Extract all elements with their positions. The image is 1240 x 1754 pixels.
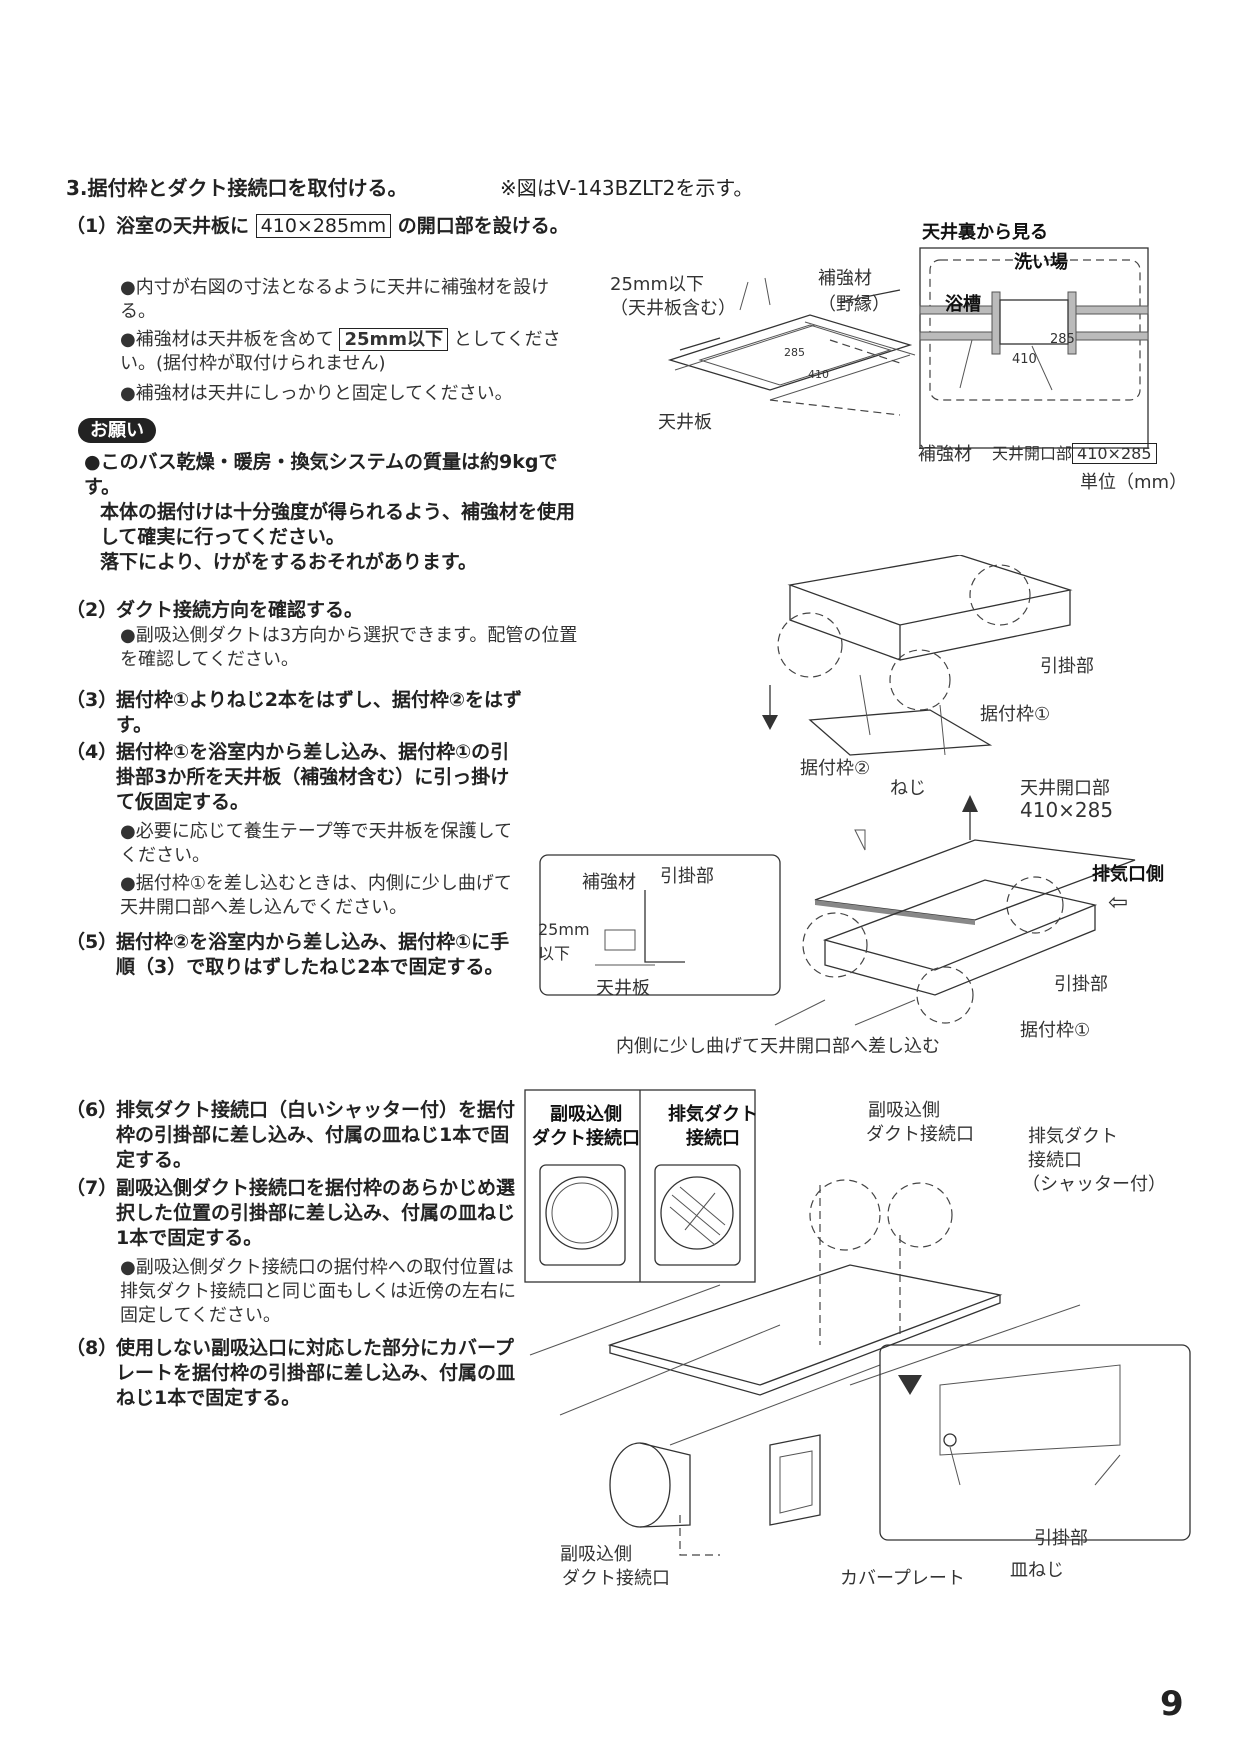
fig1-yokuso: 浴槽: [945, 294, 981, 315]
fig1-left-hokyo: 補強材: [818, 268, 872, 289]
fig4-bottom-fuku-a: 副吸込側: [560, 1544, 632, 1565]
fig3-inset-ika: 以下: [538, 944, 571, 963]
warning-1: ●このバス乾燥・暖房・換気システムの質量は約9kgです。: [84, 451, 558, 498]
step-7-bullet-1: ●副吸込側ダクト接続口の据付枠への取付位置は排気ダクト接続口と同じ面もしくは近傍…: [120, 1257, 516, 1326]
fig1-left-25: 25mm以下: [610, 274, 704, 295]
fig2-neji: ねじ: [890, 778, 926, 799]
fig3-hikake: 引掛部: [1054, 974, 1108, 995]
fig2-hikake: 引掛部: [1040, 656, 1094, 677]
thickness-box: 25mm以下: [339, 328, 449, 351]
fig1-left-410: 410: [808, 368, 829, 381]
fig4-haiki-b: 接続口: [1028, 1150, 1082, 1171]
step-2: （2）ダクト接続方向を確認する。: [66, 599, 364, 621]
fig4-fuku-a: 副吸込側: [868, 1100, 940, 1121]
step-6: （6）排気ダクト接続口（白いシャッター付）を据付枠の引掛部に差し込み、付属の皿ね…: [66, 1099, 516, 1171]
page-number: 9: [1160, 1684, 1184, 1724]
step-1-num: （1）: [66, 215, 118, 237]
fig1-left-25b: （天井板含む）: [610, 298, 736, 319]
step-4-bullet-1: ●必要に応じて養生テープ等で天井板を保護してください。: [120, 821, 513, 866]
onegai-badge: お願い: [78, 416, 156, 443]
fig4-haiki-a: 排気ダクト: [1028, 1126, 1118, 1147]
step-2-bullet-1: ●副吸込側ダクトは3方向から選択できます。配管の位置を確認してください。: [120, 625, 578, 670]
fig1-hokyo: 補強材: [918, 444, 972, 465]
opening-size-box: 410×285mm: [255, 214, 392, 238]
fig1-right-top-view: [919, 247, 1149, 449]
fig4-panel1a: 副吸込側: [550, 1104, 622, 1125]
fig3-waku1: 据付枠①: [1020, 1020, 1091, 1041]
fig1-title: 天井裏から見る: [922, 222, 1048, 243]
step-4: （4）据付枠①を浴室内から差し込み、据付枠①の引掛部3か所を天井板（補強材含む）…: [66, 741, 510, 813]
fig4-cover: カバープレート: [840, 1568, 965, 1589]
fig4-bottom-fuku-b: ダクト接続口: [562, 1568, 670, 1589]
fig3-inset-hikake: 引掛部: [660, 866, 714, 887]
fig1-unit: 単位（mm）: [1080, 472, 1188, 493]
step-1-bullet-1: ●内寸が右図の寸法となるように天井に補強材を設ける。: [120, 277, 550, 322]
step-1: （1） 浴室の天井板に 410×285mm の開口部を設ける。: [66, 214, 586, 239]
fig3-opening-dim: 410×285: [1020, 798, 1114, 822]
fig3-inset-25: 25mm: [538, 920, 590, 939]
fig3-haiki: 排気口側: [1092, 864, 1164, 885]
section-title: 3.据付枠とダクト接続口を取付ける。: [66, 176, 408, 200]
fig1-araiba: 洗い場: [1014, 252, 1068, 273]
step-7: （7）副吸込側ダクト接続口を据付枠のあらかじめ選択した位置の引掛部に差し込み、付…: [66, 1177, 516, 1249]
fig1-left-285: 285: [784, 346, 805, 359]
fig3-diagram: [539, 795, 1136, 1026]
fig1-dim-410: 410: [1012, 352, 1037, 367]
fig1-left-tenjo: 天井板: [658, 412, 712, 433]
fig1-diagram: [667, 247, 1149, 449]
fig4-panel2a: 排気ダクト: [668, 1104, 758, 1125]
step-1-bullet-3: ●補強材は天井にしっかりと固定してください。: [120, 383, 513, 404]
fig4-panel2b: 接続口: [686, 1128, 740, 1149]
step-4-bullet-2: ●据付枠①を差し込むときは、内側に少し曲げて天井開口部へ差し込んでください。: [120, 873, 512, 918]
warning-2: 本体の据付けは十分強度が得られるよう、補強材を使用して確実に行ってください。: [100, 501, 576, 548]
fig4-haiki-c: （シャッター付）: [1022, 1174, 1166, 1195]
figure-note: ※図はV-143BZLT2を示す。: [500, 176, 754, 200]
step-8: （8）使用しない副吸込口に対応した部分にカバープレートを据付枠の引掛部に差し込み…: [66, 1337, 516, 1409]
fig2-waku2: 据付枠②: [800, 758, 871, 779]
fig2-diagram: [762, 555, 1073, 756]
fig4-fuku-b: ダクト接続口: [866, 1124, 974, 1145]
fig3-bottom: 内側に少し曲げて天井開口部へ差し込む: [616, 1036, 940, 1057]
fig3-opening: 天井開口部: [1020, 778, 1110, 799]
fig4-saraneji: 皿ねじ: [1010, 1560, 1064, 1581]
fig4-panel1b: ダクト接続口: [532, 1128, 640, 1149]
fig3-inset-hokyo: 補強材: [582, 872, 636, 893]
step-1-post: の開口部を設ける。: [397, 215, 569, 237]
fig1-left-noen: （野縁）: [818, 294, 890, 315]
fig3-inset-tenjo: 天井板: [596, 978, 650, 999]
step-5: （5）据付枠②を浴室内から差し込み、据付枠①に手順（3）で取りはずしたねじ2本で…: [66, 931, 510, 978]
warning-3: 落下により、けがをするおそれがあります。: [100, 551, 477, 573]
fig4-hikake: 引掛部: [1034, 1528, 1088, 1549]
fig1-left-perspective: [667, 277, 916, 416]
fig4-diagram: [524, 1089, 1191, 1556]
step-1-bullet-2: ●補強材は天井板を含めて 25mm以下 としてください。(据付枠が取付けられませ…: [120, 328, 561, 374]
fig1-dim-285: 285: [1050, 332, 1075, 347]
step-3: （3）据付枠①よりねじ2本をはずし、据付枠②をはずす。: [66, 689, 523, 736]
fig2-waku1: 据付枠①: [980, 704, 1051, 725]
exhaust-arrow-icon: ⇦: [1108, 888, 1129, 916]
step-1-pre: 浴室の天井板に: [116, 215, 250, 237]
